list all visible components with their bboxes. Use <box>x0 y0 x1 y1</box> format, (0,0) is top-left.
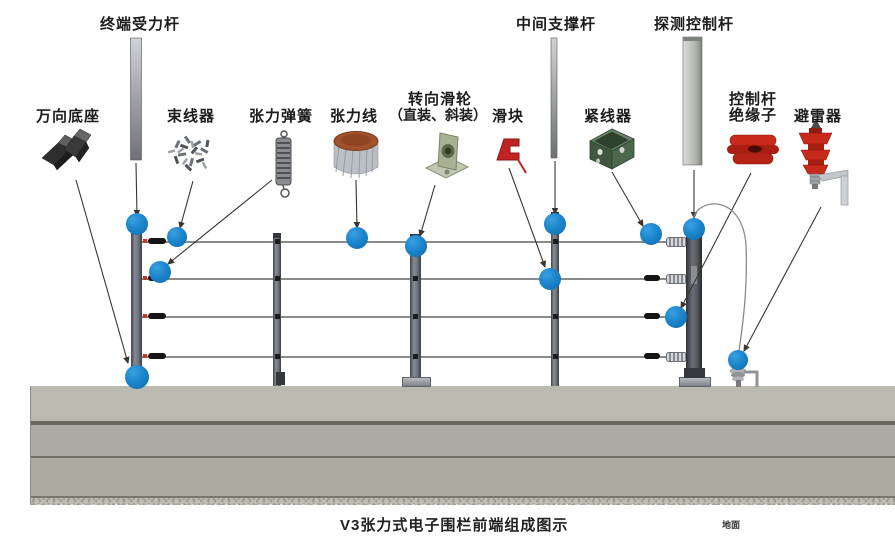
diagram-caption: V3张力式电子围栏前端组成图示 <box>340 517 569 534</box>
wire-binder-image <box>167 135 210 172</box>
wire-clamp <box>275 314 280 319</box>
insulator-image <box>727 134 779 165</box>
tension-block <box>148 353 166 359</box>
label-insulator-line2: 绝缘子 <box>729 107 778 124</box>
label-tension-wire: 张力线 <box>330 108 379 125</box>
terminal-pole-image <box>130 37 142 161</box>
callout-dot-insulator <box>665 306 687 328</box>
tension-block <box>148 313 166 319</box>
wall <box>30 386 895 505</box>
middle-support-pole <box>410 234 421 386</box>
wall-row <box>31 458 895 498</box>
label-tension-spring: 张力弹簧 <box>249 108 314 125</box>
scene-arrester <box>729 367 759 387</box>
tension-block <box>644 313 660 319</box>
label-wire-binder: 束线器 <box>167 108 216 125</box>
slider-image <box>496 138 527 174</box>
callout-dot-pulley <box>405 235 427 257</box>
callout-dot-wire-binder <box>167 227 187 247</box>
wire-clamp <box>413 314 418 319</box>
lead-wire-arc <box>692 203 748 352</box>
wire-clamp <box>275 239 280 244</box>
tension-wire-image <box>333 131 379 179</box>
callout-dot-tension-wire <box>346 227 368 249</box>
callout-dot-wire-tensioner <box>640 223 662 245</box>
wall-row <box>31 425 895 458</box>
middle-pole-image <box>550 37 558 159</box>
wire-clamp <box>413 354 418 359</box>
pole-base-block <box>684 368 705 378</box>
label-arrester: 避雷器 <box>794 108 843 125</box>
terminal-pole <box>131 221 142 387</box>
universal-base-image <box>41 128 92 171</box>
ground-label: 地面 <box>722 520 741 530</box>
wall-row <box>31 386 895 425</box>
wire-clamp <box>553 314 558 319</box>
wire-clamp <box>275 276 280 281</box>
tension-block <box>148 238 166 244</box>
callout-dot-terminal-pole-top <box>126 213 148 235</box>
wire-anchor-dot <box>143 276 147 280</box>
callout-dot-middle-pole <box>544 213 566 235</box>
callout-dot-tension-spring <box>149 261 171 283</box>
support-pole-2 <box>273 233 281 386</box>
label-terminal-pole: 终端受力杆 <box>100 16 181 33</box>
callout-dot-universal-base <box>125 365 149 389</box>
tension-block <box>644 353 660 359</box>
pole-cap <box>273 233 281 238</box>
wire-clamp <box>553 354 558 359</box>
label-pulley-line1: 转向滑轮 <box>408 91 473 108</box>
callout-dot-arrester <box>728 350 748 370</box>
detection-control-pole <box>686 236 702 386</box>
wire-clamp <box>275 354 280 359</box>
label-middle-pole: 中间支撑杆 <box>516 16 597 33</box>
wire-clamp <box>553 239 558 244</box>
wire-tensioner-image <box>589 128 635 170</box>
wire-clamp <box>413 276 418 281</box>
label-slider: 滑块 <box>492 108 525 125</box>
label-detect-pole: 探测控制杆 <box>654 16 735 33</box>
wall-row <box>31 498 895 505</box>
wire-anchor-dot <box>143 314 147 318</box>
label-wire-tensioner: 紧线器 <box>584 108 633 125</box>
support-pole-4 <box>551 212 559 386</box>
tension-block <box>644 275 660 281</box>
pulley-image <box>424 132 470 179</box>
detect-pole-image <box>682 36 703 166</box>
arrester-image <box>798 119 849 206</box>
pole-baseplate <box>402 377 431 387</box>
label-universal-base: 万向底座 <box>36 108 101 125</box>
callout-lines <box>75 161 822 365</box>
wire-anchor-dot <box>143 354 147 358</box>
label-insulator-line1: 控制杆 <box>729 91 778 108</box>
wire-anchor-dot <box>143 239 147 243</box>
pole-sensor-window <box>691 266 697 284</box>
pole-foot <box>276 372 285 385</box>
callout-dot-slider <box>539 268 561 290</box>
tension-spring-image <box>275 130 292 198</box>
callout-dot-detect-pole-top <box>683 218 705 240</box>
label-pulley-line2: （直装、斜装） <box>389 107 487 123</box>
